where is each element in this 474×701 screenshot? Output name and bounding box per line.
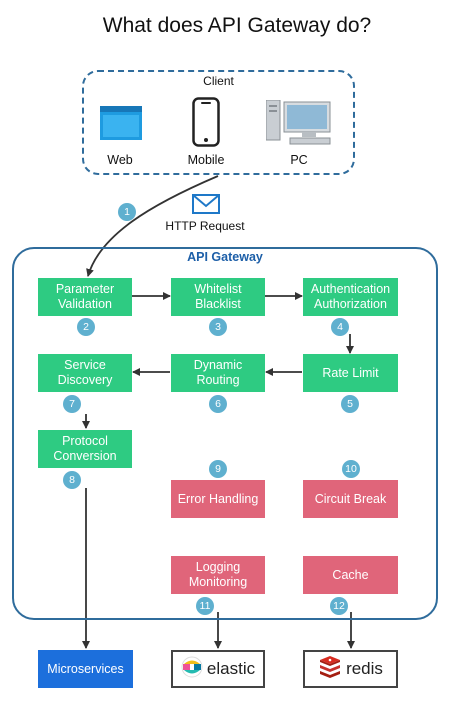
whitelist-blacklist-node: Whitelist Blacklist — [171, 278, 265, 316]
api-gateway-label: API Gateway — [187, 250, 263, 264]
error-handling-node: Error Handling — [171, 480, 265, 518]
step-badge-6: 6 — [209, 395, 227, 413]
mobile-phone-icon — [192, 97, 220, 152]
api-gateway-group — [12, 247, 438, 620]
arrow-client-to-validation — [86, 175, 219, 277]
dynamic-routing-node: Dynamic Routing — [171, 354, 265, 392]
authentication-authorization-node: Authentication Authorization — [303, 278, 398, 316]
page-title: What does API Gateway do? — [102, 14, 372, 37]
circuit-break-node: Circuit Break — [303, 480, 398, 518]
client-label: Client — [203, 74, 234, 88]
browser-window-icon — [100, 106, 142, 145]
elastic-logo-icon — [181, 656, 203, 683]
device-label-web: Web — [107, 153, 133, 167]
http-request-label: HTTP Request — [165, 219, 245, 233]
elastic-label: elastic — [206, 659, 256, 678]
elastic-box: elastic — [171, 650, 265, 688]
step-badge-3: 3 — [209, 318, 227, 336]
desktop-computer-icon — [265, 99, 332, 153]
step-badge-5: 5 — [341, 395, 359, 413]
device-label-mobile: Mobile — [187, 153, 225, 167]
step-badge-1: 1 — [118, 203, 136, 221]
logging-monitoring-node: Logging Monitoring — [171, 556, 265, 594]
redis-logo-icon — [318, 655, 342, 683]
microservices-box: Microservices — [38, 650, 133, 688]
redis-box: redis — [303, 650, 398, 688]
step-badge-11: 11 — [196, 597, 214, 615]
step-badge-8: 8 — [63, 471, 81, 489]
step-badge-4: 4 — [331, 318, 349, 336]
cache-node: Cache — [303, 556, 398, 594]
step-badge-10: 10 — [342, 460, 360, 478]
client-group — [82, 70, 355, 175]
envelope-icon — [192, 194, 220, 219]
service-discovery-node: Service Discovery — [38, 354, 132, 392]
protocol-conversion-node: Protocol Conversion — [38, 430, 132, 468]
redis-label: redis — [346, 659, 383, 678]
parameter-validation-node: Parameter Validation — [38, 278, 132, 316]
step-badge-7: 7 — [63, 395, 81, 413]
step-badge-12: 12 — [330, 597, 348, 615]
step-badge-2: 2 — [77, 318, 95, 336]
step-badge-9: 9 — [209, 460, 227, 478]
device-label-pc: PC — [290, 153, 308, 167]
rate-limit-node: Rate Limit — [303, 354, 398, 392]
